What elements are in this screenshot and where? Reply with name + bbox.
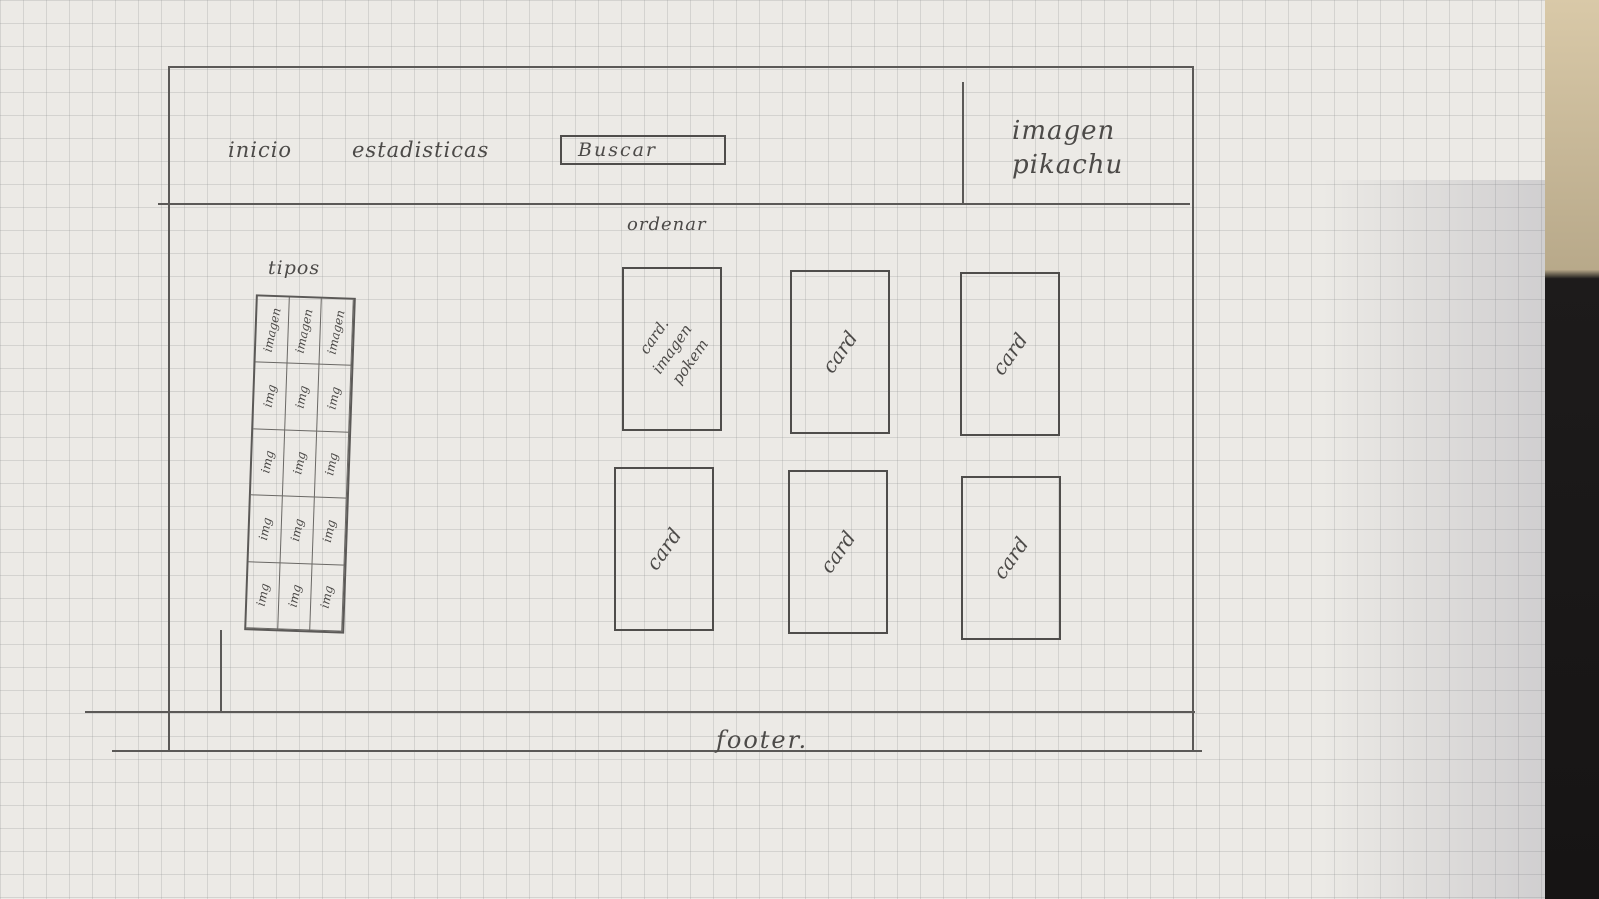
desk-background [1545,0,1599,899]
search-input[interactable]: Buscar [560,135,726,165]
sort-control[interactable]: ordenar [627,214,707,235]
footer: footer. [716,726,809,754]
type-filter-cell[interactable]: img [312,497,347,566]
type-cell-label: img [317,584,337,610]
nav-link-inicio[interactable]: inicio [228,138,293,162]
logo-image-placeholder: imagen pikachu [1012,116,1124,180]
card-label-line: card [815,526,861,578]
pokemon-card[interactable]: card [960,272,1060,436]
type-cell-label: img [258,449,277,476]
footer-top-line [85,711,1195,713]
card-label: card [986,328,1033,380]
type-filter-cell[interactable]: img [314,431,350,499]
footer-bottom-line [112,750,1202,752]
type-cell-label: img [322,451,341,478]
card-label: card [814,526,861,578]
type-filter-cell[interactable]: img [278,562,313,631]
paper-shadow [1320,180,1545,899]
type-filter-cell[interactable]: img [285,363,320,432]
type-filter-cell[interactable]: imagen [287,297,322,366]
type-cell-label: img [260,383,280,409]
type-cell-label: img [287,517,307,543]
type-filter-cell[interactable]: imagen [255,296,290,364]
type-cell-label: imagen [260,306,284,354]
type-cell-label: img [290,450,309,477]
type-cell-label: img [285,583,305,609]
pokemon-card[interactable]: card [790,270,890,434]
type-cell-label: img [255,516,275,542]
types-heading: tipos [268,257,321,279]
type-cell-label: img [292,384,312,410]
card-label-line: card [817,326,863,378]
type-cell-label: img [253,582,273,608]
type-cell-label: imagen [324,308,348,356]
type-filter-cell[interactable]: img [310,564,345,632]
card-label: card [816,326,863,378]
sidebar-edge [220,630,222,712]
nav-link-estadisticas[interactable]: estadisticas [352,138,490,162]
card-label-line: card [987,328,1033,380]
header-logo-divider [962,82,964,203]
type-cell-label: img [324,385,344,411]
pokemon-card[interactable]: card [961,476,1061,640]
type-filter-cell[interactable]: img [317,365,352,433]
type-filter-cell[interactable]: img [253,362,288,431]
type-filter-cell[interactable]: img [250,429,286,497]
type-filter-cell[interactable]: img [246,561,281,630]
type-filter-cell[interactable]: img [280,496,315,565]
card-label-line: card [988,532,1034,584]
card-label: card [987,532,1034,584]
header-separator [158,203,1190,205]
type-filter-cell[interactable]: img [282,430,318,498]
pokemon-card[interactable]: card [788,470,888,634]
type-cell-label: img [319,518,339,544]
type-cell-label: imagen [292,307,316,355]
type-filter-cell[interactable]: img [248,495,283,563]
pokemon-card[interactable]: card [614,467,714,631]
search-label: Buscar [578,139,658,161]
card-label: card [640,523,687,575]
graph-paper-sheet [0,0,1545,899]
type-filter-cell[interactable]: imagen [319,298,354,367]
card-label-line: card [641,523,687,575]
